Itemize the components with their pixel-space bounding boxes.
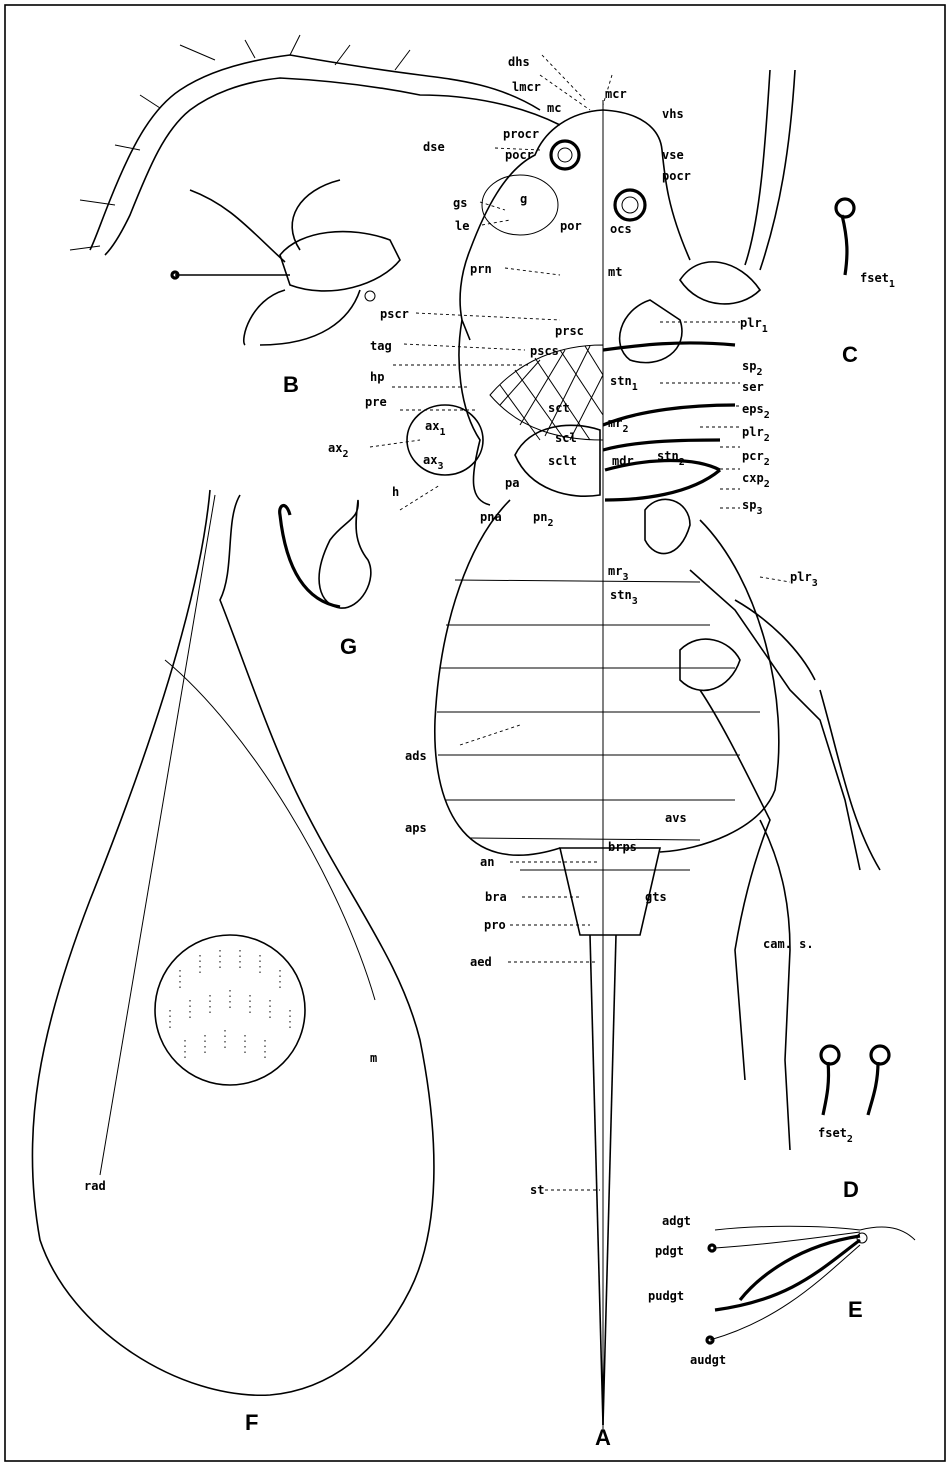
compound-eye-right [615,190,645,220]
label-dhs: dhs [508,55,530,69]
wing-sensory-dots [170,950,290,1060]
figure-b-pretarsus [172,180,400,345]
panel-letter-a: A [595,1425,611,1450]
label-ax2: ax2 [328,441,348,460]
label-fset1: fset1 [860,271,895,290]
label-m: m [370,1051,377,1065]
panel-letter-c: C [842,342,858,367]
label-pa: pa [505,476,519,490]
label-por: por [560,219,582,233]
panel-letter-f: F [245,1410,258,1435]
label-sct: sct [548,401,570,415]
label-pscr: pscr [380,307,409,321]
label-mcr: mcr [605,87,627,101]
label-pn2: pn2 [533,510,553,529]
label-st: st [530,1183,544,1197]
label-ads: ads [405,749,427,763]
label-sp3: sp3 [742,498,762,517]
label-lmcr: lmcr [512,80,541,94]
label-bra: bra [485,890,507,904]
label-procr: procr [503,127,539,141]
thoracic-sternites [603,343,735,500]
label-pre: pre [365,395,387,409]
compound-eye-left [551,141,579,169]
label-hp: hp [370,370,384,384]
label-stn2: stn2 [657,449,685,468]
label-mc: mc [547,101,561,115]
label-stn1: stn1 [610,374,638,393]
label-sclt: sclt [548,454,577,468]
figure-e-digitules [707,1226,915,1343]
label-stn3: stn3 [610,588,638,607]
label-plr1: plr1 [740,316,768,335]
label-cam-s: cam. s. [763,937,814,951]
label-dse: dse [423,140,445,154]
label-an: an [480,855,494,869]
wing-sensory-area [155,935,305,1085]
panel-letter-d: D [843,1177,859,1202]
label-pcr2: pcr2 [742,449,770,468]
label-fset2: fset2 [818,1126,853,1145]
label-rad: rad [84,1179,106,1193]
label-pna: pna [480,510,502,524]
label-aps: aps [405,821,427,835]
label-plr3: plr3 [790,570,818,589]
label-mr3: mr3 [608,564,628,583]
figure-a-body [407,100,779,1430]
label-adgt: adgt [662,1214,691,1228]
label-pdgt: pdgt [655,1244,684,1258]
label-ser: ser [742,380,764,394]
label-ax3: ax3 [423,453,443,472]
label-plr2: plr2 [742,425,770,444]
label-prn: prn [470,262,492,276]
label-aed: aed [470,955,492,969]
label-eps2: eps2 [742,402,770,421]
label-h: h [392,485,399,499]
label-ax1: ax1 [425,419,445,438]
label-prsc: prsc [555,324,584,338]
label-pocr-left: pocr [505,148,534,162]
label-vse: vse [662,148,684,162]
abdomen-outline [435,500,779,855]
label-g: g [520,192,527,206]
label-avs: avs [665,811,687,825]
label-tag: tag [370,339,392,353]
label-le: le [455,219,469,233]
label-ocs: ocs [610,222,632,236]
labels: dhs lmcr mc mcr vhs procr dse pocr vse p… [84,55,895,1367]
label-audgt: audgt [690,1353,726,1367]
abdominal-segments [437,580,760,870]
label-mt: mt [608,265,622,279]
figure-d-setae [821,1046,889,1115]
aedeagus-right [603,935,616,1425]
wing-outline [32,490,434,1395]
antenna [70,35,560,255]
label-cxp2: cxp2 [742,471,770,490]
label-brps: brps [608,840,637,854]
panel-letter-b: B [283,372,299,397]
label-gs: gs [453,196,467,210]
plate-border [5,5,945,1461]
legs [620,70,880,1150]
label-pudgt: pudgt [648,1289,684,1303]
figure-g-halter [280,500,371,608]
label-sp2: sp2 [742,359,762,378]
label-gts: gts [645,890,667,904]
label-scl: scl [555,431,577,445]
label-pscs: pscs [530,344,559,358]
label-pocr-right: pocr [662,169,691,183]
aedeagus-left [590,935,603,1425]
figure-c-seta [836,199,854,275]
label-vhs: vhs [662,107,684,121]
label-mdr: mdr [612,454,634,468]
figure-f-wing [32,490,434,1395]
thorax-outline [459,320,490,505]
panel-letter-g: G [340,634,357,659]
panel-letter-e: E [848,1297,863,1322]
label-pro: pro [484,918,506,932]
panel-letters: A B C D E F G [245,342,863,1450]
